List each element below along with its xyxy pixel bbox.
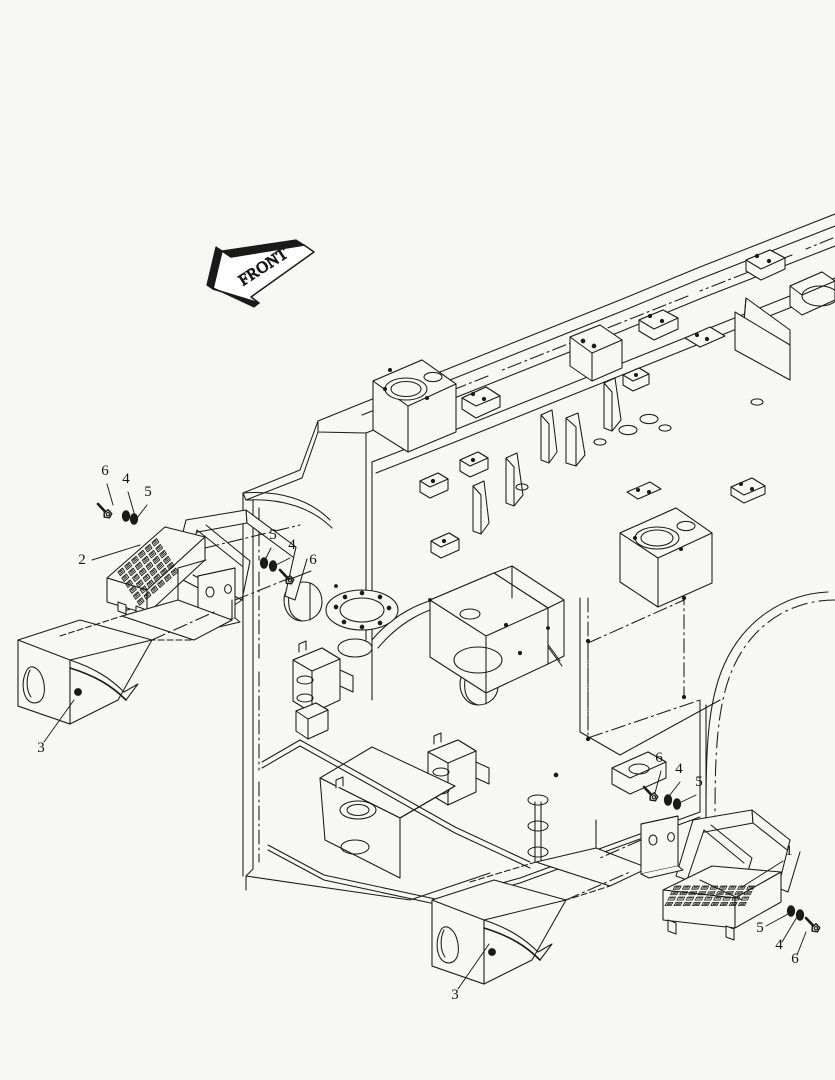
callout-5-upper-right: 5 — [269, 527, 277, 543]
mud-guard-left — [17, 559, 233, 725]
deck-holes — [515, 398, 764, 491]
boss-left — [372, 359, 457, 453]
flange-center-left — [325, 589, 399, 631]
callout-4-lower-right: 4 — [775, 937, 783, 953]
hardware-upper-right — [259, 557, 297, 587]
callout-6-lower-left: 6 — [655, 750, 663, 766]
callout-4-lower-left: 4 — [675, 761, 683, 777]
square-brackets — [419, 367, 662, 559]
callout-labels: 1 2 3 3 4 5 6 5 4 6 6 4 5 5 4 6 — [37, 463, 799, 1003]
callout-6-upper-right: 6 — [309, 552, 317, 568]
lower-bracket-plate — [319, 746, 456, 879]
callout-leaders — [43, 483, 807, 990]
front-arrow-icon — [206, 239, 315, 308]
callout-3-left: 3 — [37, 740, 45, 756]
callout-4-upper-right: 4 — [288, 537, 296, 553]
callout-4-upper-left: 4 — [122, 471, 130, 487]
callout-2: 2 — [78, 552, 86, 568]
hardware-lower-left — [638, 785, 682, 810]
callout-5-upper-left: 5 — [144, 484, 152, 500]
crossmember-box — [569, 324, 623, 382]
hinge-bracket-left — [292, 640, 354, 714]
callout-1: 1 — [785, 843, 793, 859]
hardware-upper-left — [92, 502, 139, 525]
boss-right — [619, 507, 713, 608]
callout-5-lower-right: 5 — [756, 920, 764, 936]
hardware-lower-right — [786, 905, 823, 935]
step-plate-right — [662, 865, 782, 941]
step-assembly-right — [599, 785, 823, 941]
callout-6-lower-right: 6 — [791, 951, 799, 967]
callout-3-lower: 3 — [451, 987, 459, 1003]
mount-pads — [461, 249, 786, 504]
deck-gussets — [472, 377, 622, 535]
chassis-frame — [242, 213, 835, 906]
callout-5-lower-left: 5 — [695, 774, 703, 790]
mud-guard-lower — [431, 819, 649, 985]
callout-6-upper-left: 6 — [101, 463, 109, 479]
